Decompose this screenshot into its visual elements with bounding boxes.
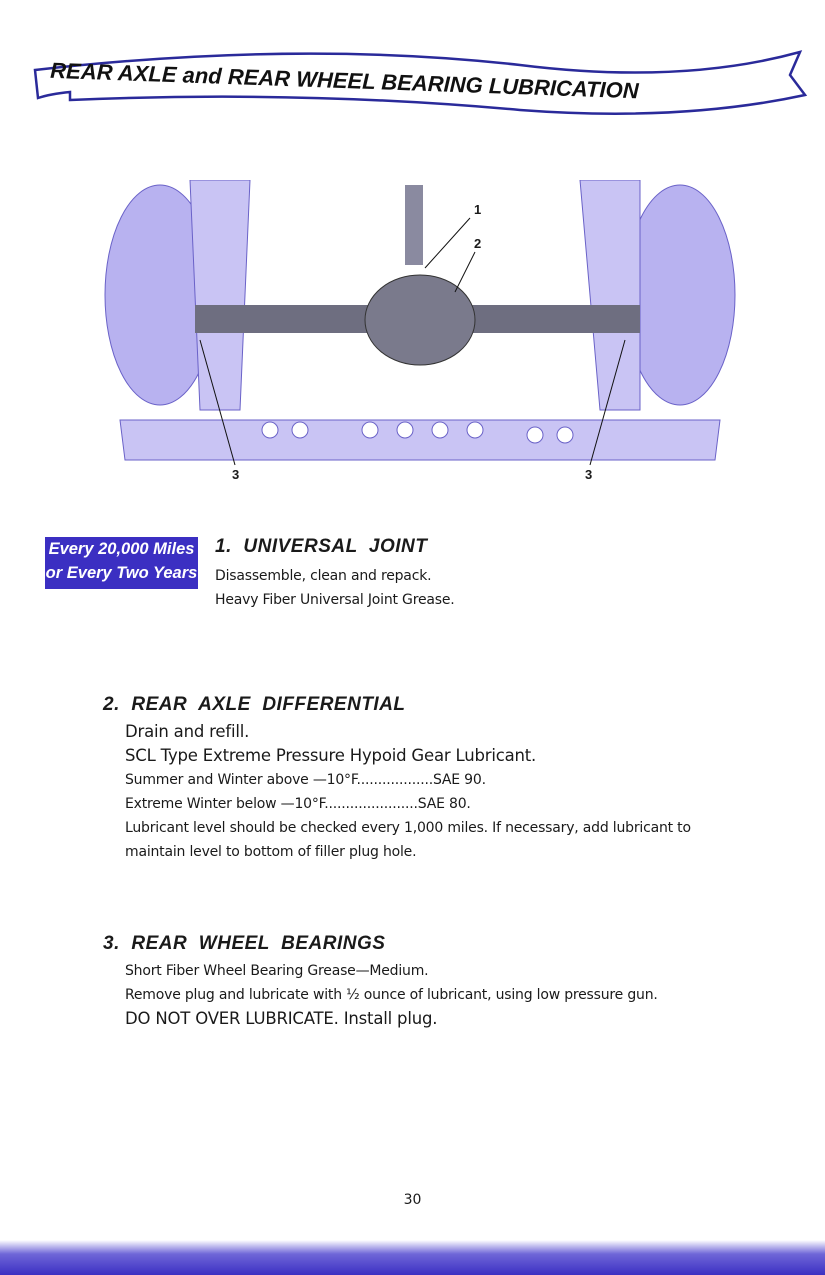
badge-line-1: Every 20,000 Miles bbox=[48, 540, 195, 558]
section-heading: 1. UNIVERSAL JOINT bbox=[215, 536, 428, 557]
interval-badge: Every 20,000 Miles or Every Two Years bbox=[45, 537, 198, 589]
section-rear-wheel-bearings: 3. REAR WHEEL BEARINGS Short Fiber Wheel… bbox=[103, 933, 658, 1031]
title-banner: REAR AXLE and REAR WHEEL BEARING LUBRICA… bbox=[33, 50, 808, 115]
rear-axle-illustration bbox=[104, 180, 736, 466]
section-text: Heavy Fiber Universal Joint Grease. bbox=[215, 592, 455, 608]
page-number: 30 bbox=[403, 1192, 422, 1208]
section-text: Short Fiber Wheel Bearing Grease—Medium. bbox=[125, 963, 429, 979]
section-text: SCL Type Extreme Pressure Hypoid Gear Lu… bbox=[125, 746, 537, 765]
spec-row-sae-80: Extreme Winter below —10°F..............… bbox=[125, 796, 471, 812]
section-text: Disassemble, clean and repack. bbox=[215, 568, 432, 584]
section-heading: 2. REAR AXLE DIFFERENTIAL bbox=[103, 694, 406, 715]
callout-1: 1 bbox=[474, 202, 482, 217]
footer-stripe bbox=[0, 1240, 825, 1275]
section-rear-axle-differential: 2. REAR AXLE DIFFERENTIAL Drain and refi… bbox=[103, 694, 691, 864]
callout-3-left: 3 bbox=[232, 467, 240, 482]
callout-2: 2 bbox=[474, 236, 482, 251]
spec-row-sae-90: Summer and Winter above —10°F...........… bbox=[125, 772, 486, 788]
section-heading: 3. REAR WHEEL BEARINGS bbox=[103, 933, 386, 954]
callout-3-right: 3 bbox=[585, 467, 593, 482]
section-text: Lubricant level should be checked every … bbox=[125, 820, 691, 836]
section-text: DO NOT OVER LUBRICATE. Install plug. bbox=[125, 1009, 438, 1028]
section-text: Remove plug and lubricate with ½ ounce o… bbox=[125, 987, 658, 1003]
section-text: Drain and refill. bbox=[125, 722, 250, 741]
section-universal-joint: 1. UNIVERSAL JOINT Disassemble, clean an… bbox=[215, 536, 455, 612]
badge-line-2: or Every Two Years bbox=[45, 564, 198, 582]
section-text: maintain level to bottom of filler plug … bbox=[125, 844, 417, 860]
